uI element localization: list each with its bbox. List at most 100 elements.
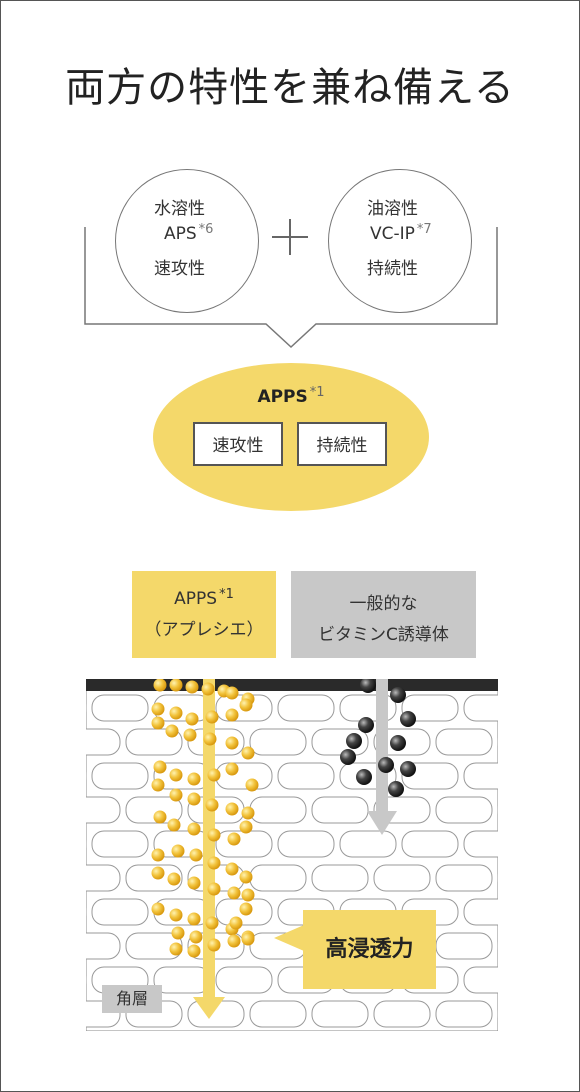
vcip-property-oil: 油溶性 (367, 199, 418, 219)
skin-cell (401, 694, 459, 722)
apps-particle (169, 908, 183, 922)
aps-property-water: 水溶性 (154, 199, 205, 219)
apps-particle (189, 930, 203, 944)
apps-particle (227, 886, 241, 900)
apps-particle (225, 708, 239, 722)
skin-cell (435, 1000, 493, 1028)
bracket-connector (84, 227, 498, 349)
apps-particle (151, 902, 165, 916)
apps-particle (151, 848, 165, 862)
apps-particle (167, 818, 181, 832)
vcip-name-text: VC-IP (370, 224, 415, 244)
apps-tag-name: APPS*1 (132, 587, 276, 609)
apps-particle (239, 902, 253, 916)
skin-cell (277, 762, 335, 790)
apps-tag-name-text: APPS (174, 589, 218, 609)
stratum-corneum-label: 角層 (102, 985, 162, 1013)
apps-particle (169, 679, 183, 692)
skin-cell (125, 796, 183, 824)
skin-cell (311, 1000, 369, 1028)
apps-particle (229, 916, 243, 930)
skin-cell (249, 796, 307, 824)
skin-cell (86, 932, 121, 960)
apps-arrow-head (193, 997, 225, 1019)
apps-particle (187, 772, 201, 786)
vcip-circle: 油溶性 VC-IP*7 持続性 (328, 169, 472, 313)
skin-cell (401, 830, 459, 858)
apps-particle (207, 882, 221, 896)
skin-cell (249, 1000, 307, 1028)
apps-particle (205, 710, 219, 724)
apps-particle (187, 944, 201, 958)
apps-particle (241, 888, 255, 902)
aps-circle: 水溶性 APS*6 速攻性 (115, 169, 259, 313)
skin-cell (91, 694, 149, 722)
apps-particle (225, 802, 239, 816)
vc-arrow-head (367, 811, 397, 835)
skin-cell (463, 966, 498, 994)
apps-particle (205, 916, 219, 930)
apps-particle (239, 870, 253, 884)
apps-particle (153, 679, 167, 692)
apps-particle (241, 932, 255, 946)
skin-cell (401, 762, 459, 790)
apps-particle (201, 682, 215, 696)
skin-cell (435, 796, 493, 824)
apps-particle (183, 728, 197, 742)
vc-particle (358, 717, 374, 733)
skin-cell (373, 864, 431, 892)
apps-particle (169, 768, 183, 782)
apps-particle (225, 736, 239, 750)
vc-particle (390, 735, 406, 751)
vc-particle (346, 733, 362, 749)
apps-particle (227, 832, 241, 846)
apps-particle (187, 822, 201, 836)
apps-particle (151, 702, 165, 716)
skin-cell (277, 694, 335, 722)
skin-cell (249, 864, 307, 892)
apps-particle (187, 912, 201, 926)
skin-cell (91, 762, 149, 790)
skin-cell (215, 830, 273, 858)
apps-particle (151, 716, 165, 730)
apps-result-name: APPS (257, 387, 308, 407)
skin-cell (215, 966, 273, 994)
skin-cell (435, 932, 493, 960)
callout-pointer (274, 925, 304, 951)
vc-particle (360, 679, 376, 693)
apps-particle (169, 706, 183, 720)
skin-cell (153, 966, 211, 994)
apps-particle (203, 732, 217, 746)
apps-particle (185, 712, 199, 726)
apps-result-oval: APPS*1 速攻性 持続性 (153, 363, 429, 511)
apps-particle (153, 810, 167, 824)
plus-icon (272, 219, 308, 255)
vc-tag-line1: 一般的な (349, 594, 418, 614)
apps-particle (205, 798, 219, 812)
apps-particle (151, 778, 165, 792)
skin-cell (463, 762, 498, 790)
skin-cell (463, 898, 498, 926)
vcip-property-duration: 持続性 (367, 259, 418, 279)
aps-name-text: APS (164, 224, 197, 244)
skin-cell (311, 796, 369, 824)
skin-cell (91, 830, 149, 858)
apps-particle (167, 872, 181, 886)
apps-particle (187, 792, 201, 806)
skin-surface (86, 679, 498, 691)
stratum-corneum-illustration (86, 679, 498, 1031)
apps-tag: APPS*1 （アプレシエ） (132, 571, 276, 658)
apps-speed-box: 速攻性 (193, 422, 283, 466)
apps-particle (171, 926, 185, 940)
skin-cell (249, 728, 307, 756)
apps-particle (207, 828, 221, 842)
apps-particle (171, 844, 185, 858)
skin-cell (91, 898, 149, 926)
vcip-name: VC-IP*7 (370, 222, 432, 244)
vc-particle (340, 749, 356, 765)
skin-cell (125, 932, 183, 960)
apps-particle (225, 862, 239, 876)
vitamin-c-derivative-tag: 一般的な ビタミンC誘導体 (291, 571, 476, 658)
skin-cell (86, 864, 121, 892)
